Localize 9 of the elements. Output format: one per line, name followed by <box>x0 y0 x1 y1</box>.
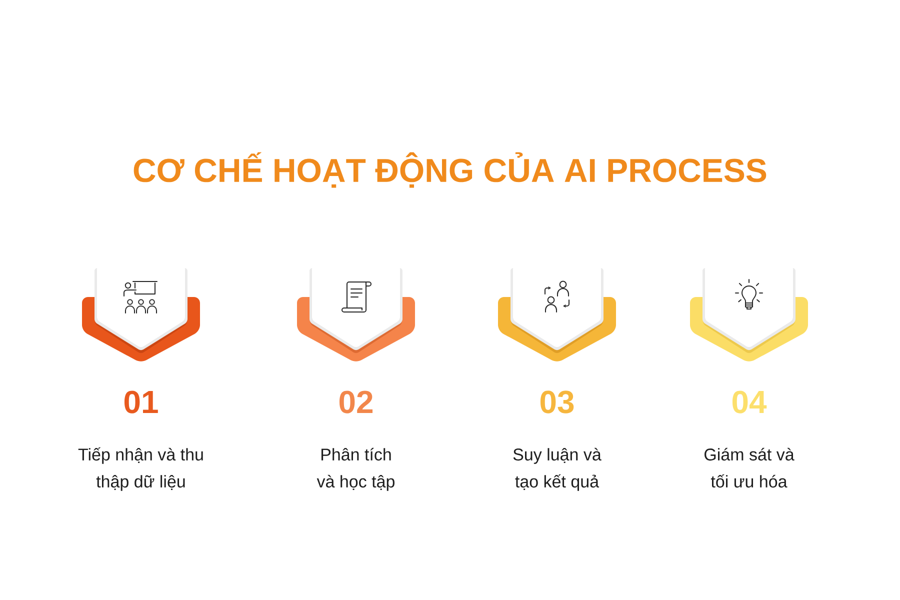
step-description: Phân tích và học tập <box>316 448 394 491</box>
title: CƠ CHẾ HOẠT ĐỘNG CỦA AI PROCESS <box>134 152 766 188</box>
step-description: Suy luận và tạo kết quả <box>513 448 602 491</box>
step-number: 04 <box>732 390 767 414</box>
step-description: Tiếp nhận và thu thập dữ liệu <box>78 447 203 491</box>
step-description: Giám sát và tối ưu hóa <box>704 448 794 488</box>
step-number: 02 <box>339 390 373 414</box>
step-number: 01 <box>124 390 158 414</box>
step-number: 03 <box>540 390 574 414</box>
